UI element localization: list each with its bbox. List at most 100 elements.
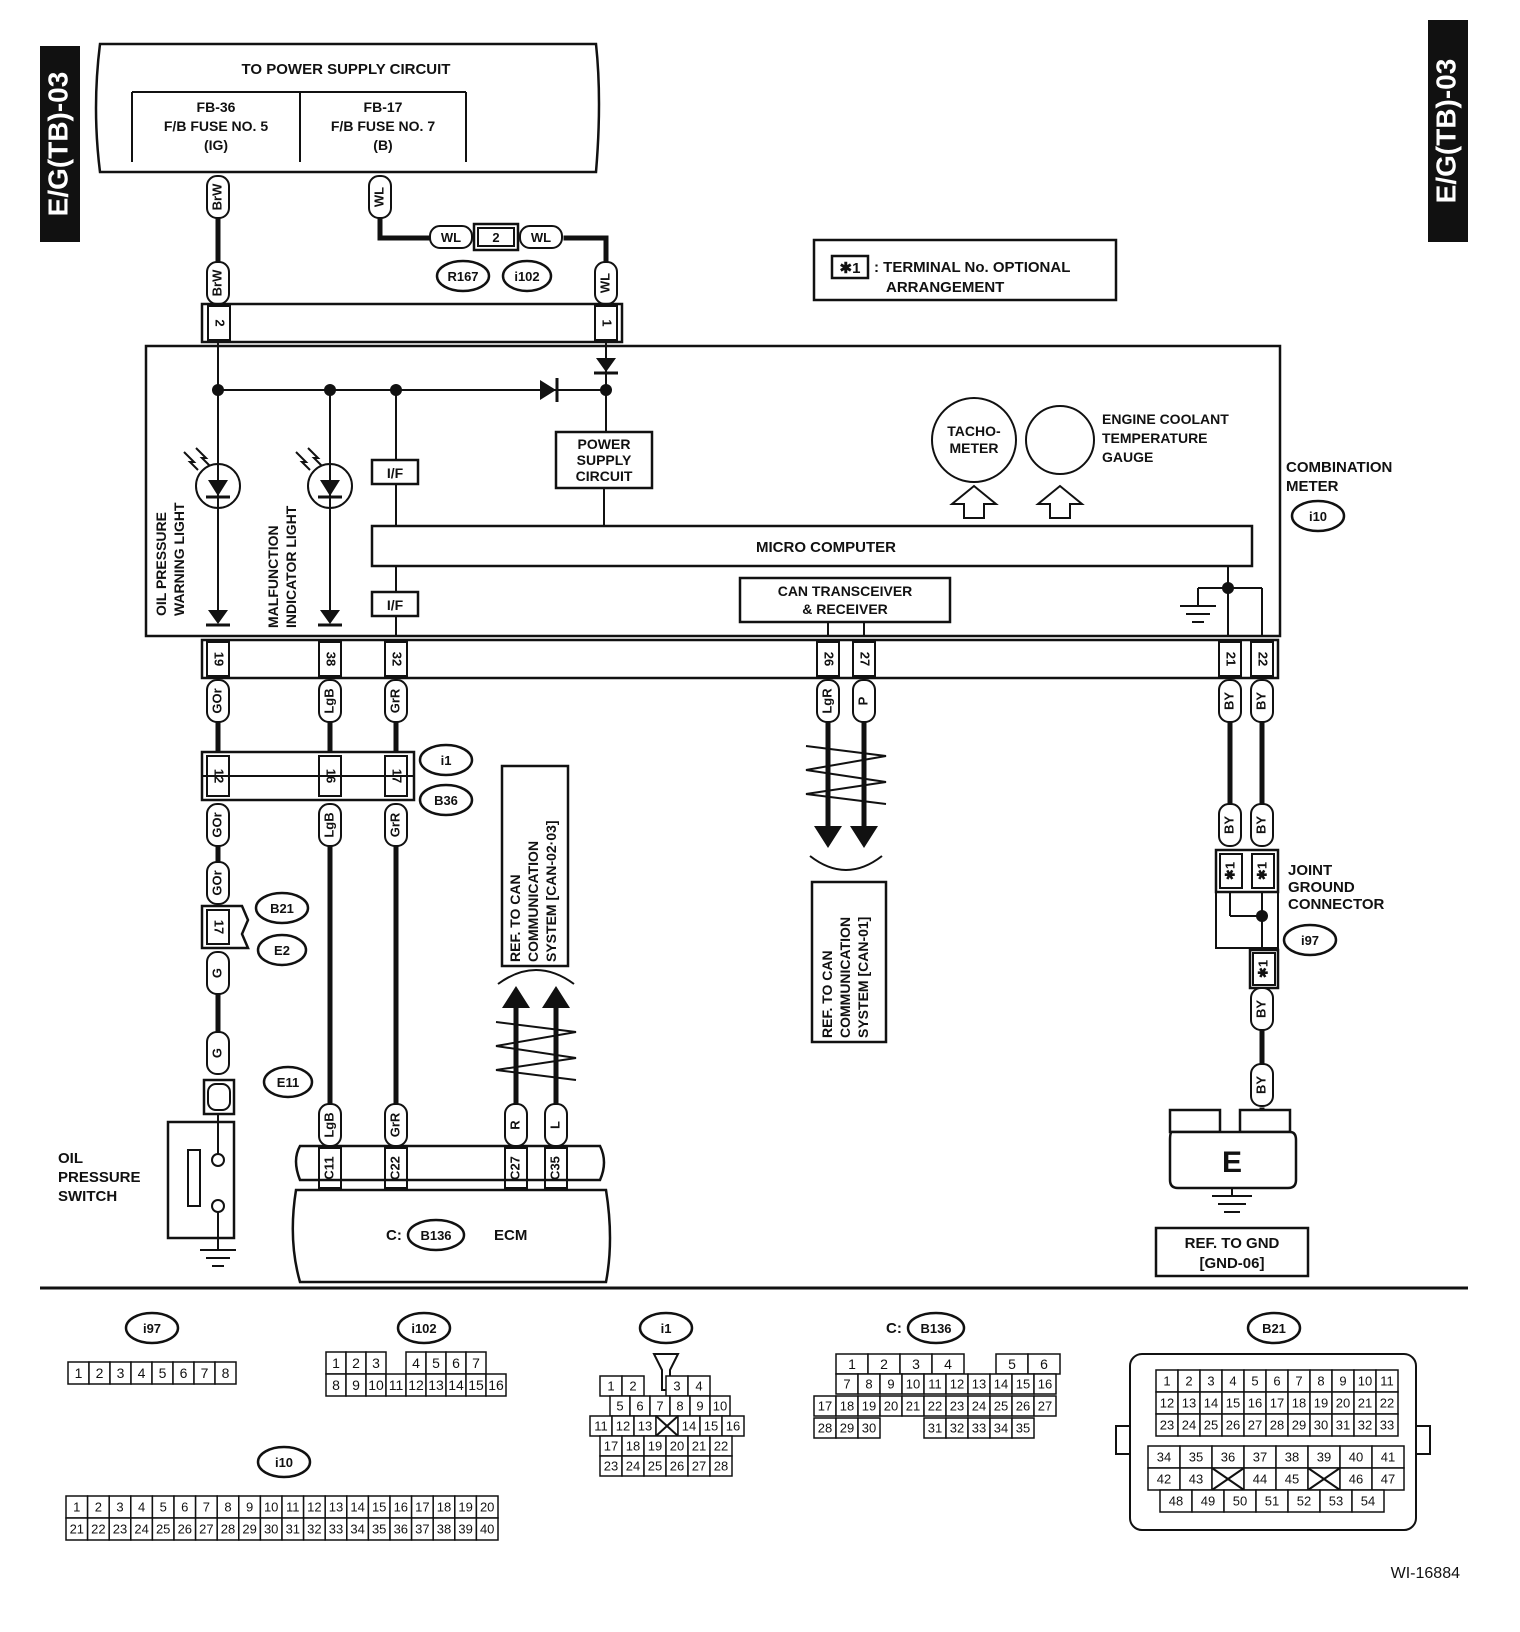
connector-pin-number: 38 xyxy=(1285,1450,1299,1465)
connector-pin-number: 21 xyxy=(1358,1396,1372,1411)
figure-id: WI-16884 xyxy=(1391,1565,1460,1582)
connector-pin-number: 1 xyxy=(1163,1374,1170,1389)
svg-text:WL: WL xyxy=(441,230,461,245)
fuse2-type: (B) xyxy=(373,137,392,153)
connector-pin-number: 11 xyxy=(928,1377,942,1392)
connector-pin-number: 32 xyxy=(950,1421,964,1436)
connector-pin-number: 39 xyxy=(1317,1450,1331,1465)
connector-pin-number: 10 xyxy=(906,1377,920,1392)
connector-pin-number: 29 xyxy=(242,1522,256,1537)
connector-pin-number: 8 xyxy=(1317,1374,1324,1389)
micro-computer-label: MICRO COMPUTER xyxy=(756,539,896,556)
svg-text:i102: i102 xyxy=(514,269,539,284)
wire-label-g-1: G xyxy=(206,951,230,995)
connector-pin-number: 24 xyxy=(972,1399,986,1414)
connector-pin-number: 22 xyxy=(91,1522,105,1537)
connector-pin-cell xyxy=(1371,1467,1405,1491)
connector-pin-number: 15 xyxy=(372,1500,386,1515)
svg-text:OIL PRESSURE: OIL PRESSURE xyxy=(153,512,169,616)
connector-pin-number: 5 xyxy=(160,1500,167,1515)
meter-top-connector: 2 1 xyxy=(200,302,624,344)
connector-pin-number: 30 xyxy=(862,1421,876,1436)
connector-pin-number: 20 xyxy=(1336,1396,1350,1411)
power-supply-title: TO POWER SUPPLY CIRCUIT xyxy=(242,61,451,78)
side-tab-right: E/G(TB)-03 xyxy=(1428,20,1468,242)
svg-text:17: 17 xyxy=(212,920,227,934)
connector-b21: B21 xyxy=(270,901,294,916)
svg-text:GrR: GrR xyxy=(387,812,402,837)
connector-pin-number: 18 xyxy=(437,1500,451,1515)
svg-text:i10: i10 xyxy=(275,1455,293,1470)
connector-pin-number: 20 xyxy=(884,1399,898,1414)
connector-pin-number: 17 xyxy=(818,1399,832,1414)
svg-text:BY: BY xyxy=(1253,1000,1268,1018)
connector-pin-number: 44 xyxy=(1253,1472,1267,1487)
connector-pin-number: 8 xyxy=(224,1500,231,1515)
connector-pin-number: 18 xyxy=(1292,1396,1306,1411)
connector-pin-number: 25 xyxy=(648,1459,662,1474)
connector-pin-number: 27 xyxy=(199,1522,213,1537)
connector-b21-e2: 17 B21 E2 xyxy=(200,891,310,967)
connector-pin-number: 9 xyxy=(246,1500,253,1515)
connector-pin-number: 34 xyxy=(350,1522,364,1537)
connector-r167: R167 xyxy=(435,259,491,293)
ecm-block: C11 C22 C27 C35 C: B136 ECM xyxy=(291,1144,612,1284)
connector-pin-number: 4 xyxy=(138,1500,145,1515)
connector-pin-number: 25 xyxy=(156,1522,170,1537)
connector-pin-number: 21 xyxy=(906,1399,920,1414)
connector-pin-number: 4 xyxy=(695,1379,702,1394)
fuse1-name: F/B FUSE NO. 5 xyxy=(164,118,268,134)
connector-pin-number: 17 xyxy=(604,1439,618,1454)
connector-pin-number: 5 xyxy=(159,1365,167,1381)
connector-pin-cell xyxy=(1033,1395,1057,1417)
connector-pin-number: 3 xyxy=(673,1379,680,1394)
connector-pin-number: 15 xyxy=(1016,1377,1030,1392)
svg-text:GrR: GrR xyxy=(387,688,402,713)
connector-pin-number: 17 xyxy=(1270,1396,1284,1411)
connector-pin-number: 27 xyxy=(692,1459,706,1474)
connector-pin-cell xyxy=(1011,1417,1035,1439)
face-label-i97: i97 xyxy=(124,1311,180,1345)
wires-top xyxy=(215,213,609,265)
connector-pin-number: 51 xyxy=(1265,1494,1279,1509)
connector-pin-number: 10 xyxy=(1358,1374,1372,1389)
connector-e11: E11 xyxy=(277,1075,299,1090)
combination-meter-label: COMBINATION METER i10 xyxy=(1286,459,1392,533)
connector-pin-number: 40 xyxy=(1349,1450,1363,1465)
connector-pin-number: 31 xyxy=(928,1421,942,1436)
connector-pin-number: 26 xyxy=(178,1522,192,1537)
connector-pin-number: 27 xyxy=(1038,1399,1052,1414)
terminal-note: ✱1 : TERMINAL No. OPTIONAL ARRANGEMENT xyxy=(812,238,1118,302)
face-label-i102: i102 xyxy=(396,1311,452,1345)
svg-text:REF. TO GND: REF. TO GND xyxy=(1185,1235,1280,1252)
connector-pin-number: 5 xyxy=(616,1399,623,1414)
svg-text:POWER: POWER xyxy=(578,436,631,452)
wire-label-wl-mid: WL xyxy=(594,261,618,305)
connector-pin-number: 36 xyxy=(394,1522,408,1537)
svg-text:19: 19 xyxy=(212,652,227,666)
connector-pin-number: 6 xyxy=(181,1500,188,1515)
connector-pin-number: 31 xyxy=(1336,1418,1350,1433)
connector-pin-number: 16 xyxy=(488,1377,504,1393)
connector-pin-number: 1 xyxy=(848,1356,856,1372)
svg-text:C27: C27 xyxy=(507,1156,522,1180)
svg-text:CAN TRANSCEIVER: CAN TRANSCEIVER xyxy=(778,583,913,599)
connector-e2: E2 xyxy=(274,943,290,958)
connector-pin-number: 46 xyxy=(1349,1472,1363,1487)
unused-pin-mark xyxy=(655,1415,679,1437)
face-label-b136: C: B136 xyxy=(886,1311,966,1345)
connector-pin-number: 5 xyxy=(1251,1374,1258,1389)
connector-pin-number: 17 xyxy=(415,1500,429,1515)
face-label-i1: i1 xyxy=(638,1311,694,1345)
unused-pin-mark xyxy=(1211,1467,1245,1491)
connector-pin-number: 13 xyxy=(1182,1396,1196,1411)
wire-label-wl-right: WL xyxy=(519,225,563,249)
svg-text:LgB: LgB xyxy=(321,688,336,713)
connector-pin-number: 12 xyxy=(950,1377,964,1392)
connector-pin-number: 8 xyxy=(222,1365,230,1381)
svg-text:ARRANGEMENT: ARRANGEMENT xyxy=(886,279,1004,296)
svg-text:METER: METER xyxy=(1286,478,1339,495)
connector-pin-number: 3 xyxy=(116,1500,123,1515)
connector-pin-number: 9 xyxy=(887,1377,894,1392)
connector-pin-number: 2 xyxy=(96,1365,104,1381)
